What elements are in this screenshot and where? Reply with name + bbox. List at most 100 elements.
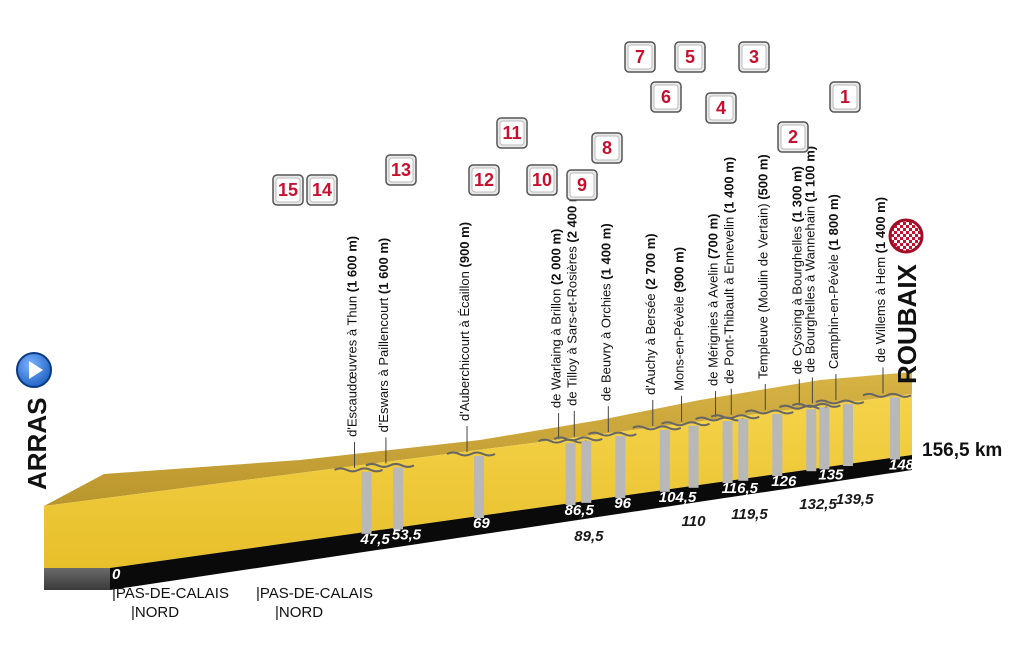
cobble-texture bbox=[862, 392, 912, 398]
sector-badge-inner bbox=[529, 167, 555, 193]
sector-badge-inner bbox=[780, 124, 806, 150]
sector-strip bbox=[659, 429, 670, 492]
sector-badge-inner bbox=[832, 84, 858, 110]
play-icon-arrow bbox=[29, 361, 43, 379]
sector-name-text: d'Eswars à Paillencourt bbox=[376, 294, 391, 432]
sector-14: d'Eswars à Paillencourt (1 600 m) 14 bbox=[306, 174, 415, 530]
sector-strip bbox=[565, 443, 576, 506]
sector-name: d'Auchy à Bersée (2 700 m) bbox=[643, 233, 658, 394]
cobble-texture bbox=[791, 402, 841, 408]
region-2-line1: |PAS-DE-CALAIS bbox=[256, 585, 373, 602]
sector-badge-inner bbox=[594, 135, 620, 161]
total-distance: 156,5 km bbox=[922, 440, 1002, 461]
sector-badge-inner bbox=[309, 177, 335, 203]
sector-5: Templeuve (Moulin de Vertain) (500 m) 5 bbox=[674, 41, 794, 476]
sector-number: 10 bbox=[532, 170, 552, 190]
sector-badge-inner bbox=[627, 44, 653, 70]
finish-name: ROUBAIX bbox=[892, 263, 922, 384]
sector-name-text: Mons-en-Pévèle bbox=[672, 292, 687, 390]
km-marker-104-5: 104,5 bbox=[659, 489, 697, 506]
sector-10: de Beuvry à Orchies (1 400 m) 10 bbox=[526, 164, 637, 499]
cobble-texture bbox=[365, 462, 415, 468]
km-marker-86-5: 86,5 bbox=[565, 502, 595, 519]
sector-7: de Mérignies à Avelin (700 m)7 bbox=[624, 41, 745, 483]
sector-length: (1 600 m) bbox=[345, 236, 360, 292]
sector-number: 5 bbox=[685, 47, 695, 67]
sector-name-text: de Tilloy à Sars-et-Rosières bbox=[564, 243, 579, 406]
sector-name-text: d'Auchy à Bersée bbox=[643, 290, 658, 395]
sector-length: (1 400 m) bbox=[873, 197, 888, 253]
sector-name-text: de Cysoing à Bourghelles bbox=[789, 222, 804, 374]
ribbon-left-face bbox=[44, 568, 110, 590]
sector-badge-inner bbox=[653, 84, 679, 110]
cobble-texture bbox=[744, 409, 794, 415]
sector-name: Templeuve (Moulin de Vertain) (500 m) bbox=[755, 154, 770, 379]
cobble-texture bbox=[778, 404, 828, 410]
sector-6: de Pont-Thibault à Ennevelin (1 400 m)6 bbox=[650, 81, 760, 481]
sector-1: de Willems à Hem (1 400 m)1 bbox=[829, 81, 912, 460]
cobble-texture bbox=[632, 425, 682, 431]
sector-name: de Mérignies à Avelin (700 m) bbox=[706, 214, 721, 386]
finish-marker: ROUBAIX bbox=[888, 218, 924, 384]
sector-name-text: d'Escaudœuvres à Thun bbox=[345, 292, 360, 437]
sector-badge-inner bbox=[471, 167, 497, 193]
cobble-texture bbox=[553, 436, 603, 442]
km-marker-119-5: 119,5 bbox=[731, 506, 768, 523]
sector-badge-inner bbox=[388, 157, 414, 183]
sector-8: Mons-en-Pévèle (900 m)8 bbox=[591, 132, 711, 488]
sector-badge-inner bbox=[275, 177, 301, 203]
sector-name: de Willems à Hem (1 400 m) bbox=[873, 197, 888, 362]
sector-number: 12 bbox=[474, 170, 494, 190]
sector-name: Mons-en-Pévèle (900 m) bbox=[672, 247, 687, 391]
sector-strip bbox=[819, 407, 830, 470]
checkered-flag-icon bbox=[888, 218, 924, 254]
sector-name-text: de Willems à Hem bbox=[873, 253, 888, 362]
sector-number: 2 bbox=[788, 127, 798, 147]
sector-name: de Pont-Thibault à Ennevelin (1 400 m) bbox=[721, 157, 736, 384]
sector-strip bbox=[890, 397, 900, 460]
sector-badge-inner bbox=[741, 44, 767, 70]
sector-strip bbox=[392, 467, 403, 530]
km-marker-89-5: 89,5 bbox=[574, 528, 604, 545]
sector-length: (500 m) bbox=[755, 154, 770, 200]
sector-name: de Beuvry à Orchies (1 400 m) bbox=[598, 223, 613, 401]
sector-strip bbox=[474, 456, 485, 519]
km-marker-126: 126 bbox=[771, 473, 797, 490]
cobble-texture bbox=[446, 451, 496, 457]
sector-13: d'Auberchicourt à Écaillon (900 m)13 bbox=[385, 154, 496, 519]
sectors-layer: d'Escaudœuvres à Thun (1 600 m) 15 d'Eswar… bbox=[272, 41, 912, 534]
sector-name-text: de Mérignies à Avelin bbox=[706, 259, 721, 386]
region-2-line2: |NORD bbox=[275, 604, 323, 621]
km-marker-139-5: 139,5 bbox=[836, 491, 874, 508]
sector-strip bbox=[842, 404, 853, 467]
sector-15: d'Escaudœuvres à Thun (1 600 m) 15 bbox=[272, 174, 383, 534]
sector-length: (1 600 m) bbox=[376, 238, 391, 294]
sector-badge-inner bbox=[677, 44, 703, 70]
sector-name: de Bourghelles à Wannehain (1 100 m) bbox=[802, 146, 817, 372]
sector-number: 11 bbox=[502, 123, 521, 143]
sector-strip bbox=[615, 436, 626, 499]
sector-number: 14 bbox=[312, 180, 332, 200]
km-marker-0: 0 bbox=[112, 566, 121, 583]
cobble-texture bbox=[710, 414, 760, 420]
sector-4: de Cysoing à Bourghelles (1 300 m)4 bbox=[705, 92, 828, 472]
cobble-texture bbox=[815, 399, 865, 405]
sector-number: 15 bbox=[278, 180, 298, 200]
sector-length: (2 000 m) bbox=[549, 229, 564, 285]
sector-name: d'Eswars à Paillencourt (1 600 m) bbox=[376, 238, 391, 433]
sector-length: (900 m) bbox=[457, 222, 472, 268]
sector-length: (1 400 m) bbox=[721, 157, 736, 213]
cobble-texture bbox=[538, 438, 588, 444]
sector-length: (700 m) bbox=[706, 214, 721, 260]
sector-length: (1 400 m) bbox=[598, 223, 613, 279]
sector-name-text: de Beuvry à Orchies bbox=[598, 280, 613, 401]
regions: |PAS-DE-CALAIS |NORD |PAS-DE-CALAIS |NOR… bbox=[112, 585, 373, 621]
sector-12: de Warlaing à Brillon (2 000 m) 12 bbox=[468, 164, 588, 506]
sector-name: de Warlaing à Brillon (2 000 m) bbox=[549, 229, 564, 408]
sector-badge-inner bbox=[499, 120, 525, 146]
sector-strip bbox=[688, 425, 699, 488]
sector-number: 3 bbox=[749, 47, 759, 67]
km-ribbon bbox=[110, 455, 912, 590]
sector-name: d'Escaudœuvres à Thun (1 600 m) bbox=[345, 236, 360, 437]
